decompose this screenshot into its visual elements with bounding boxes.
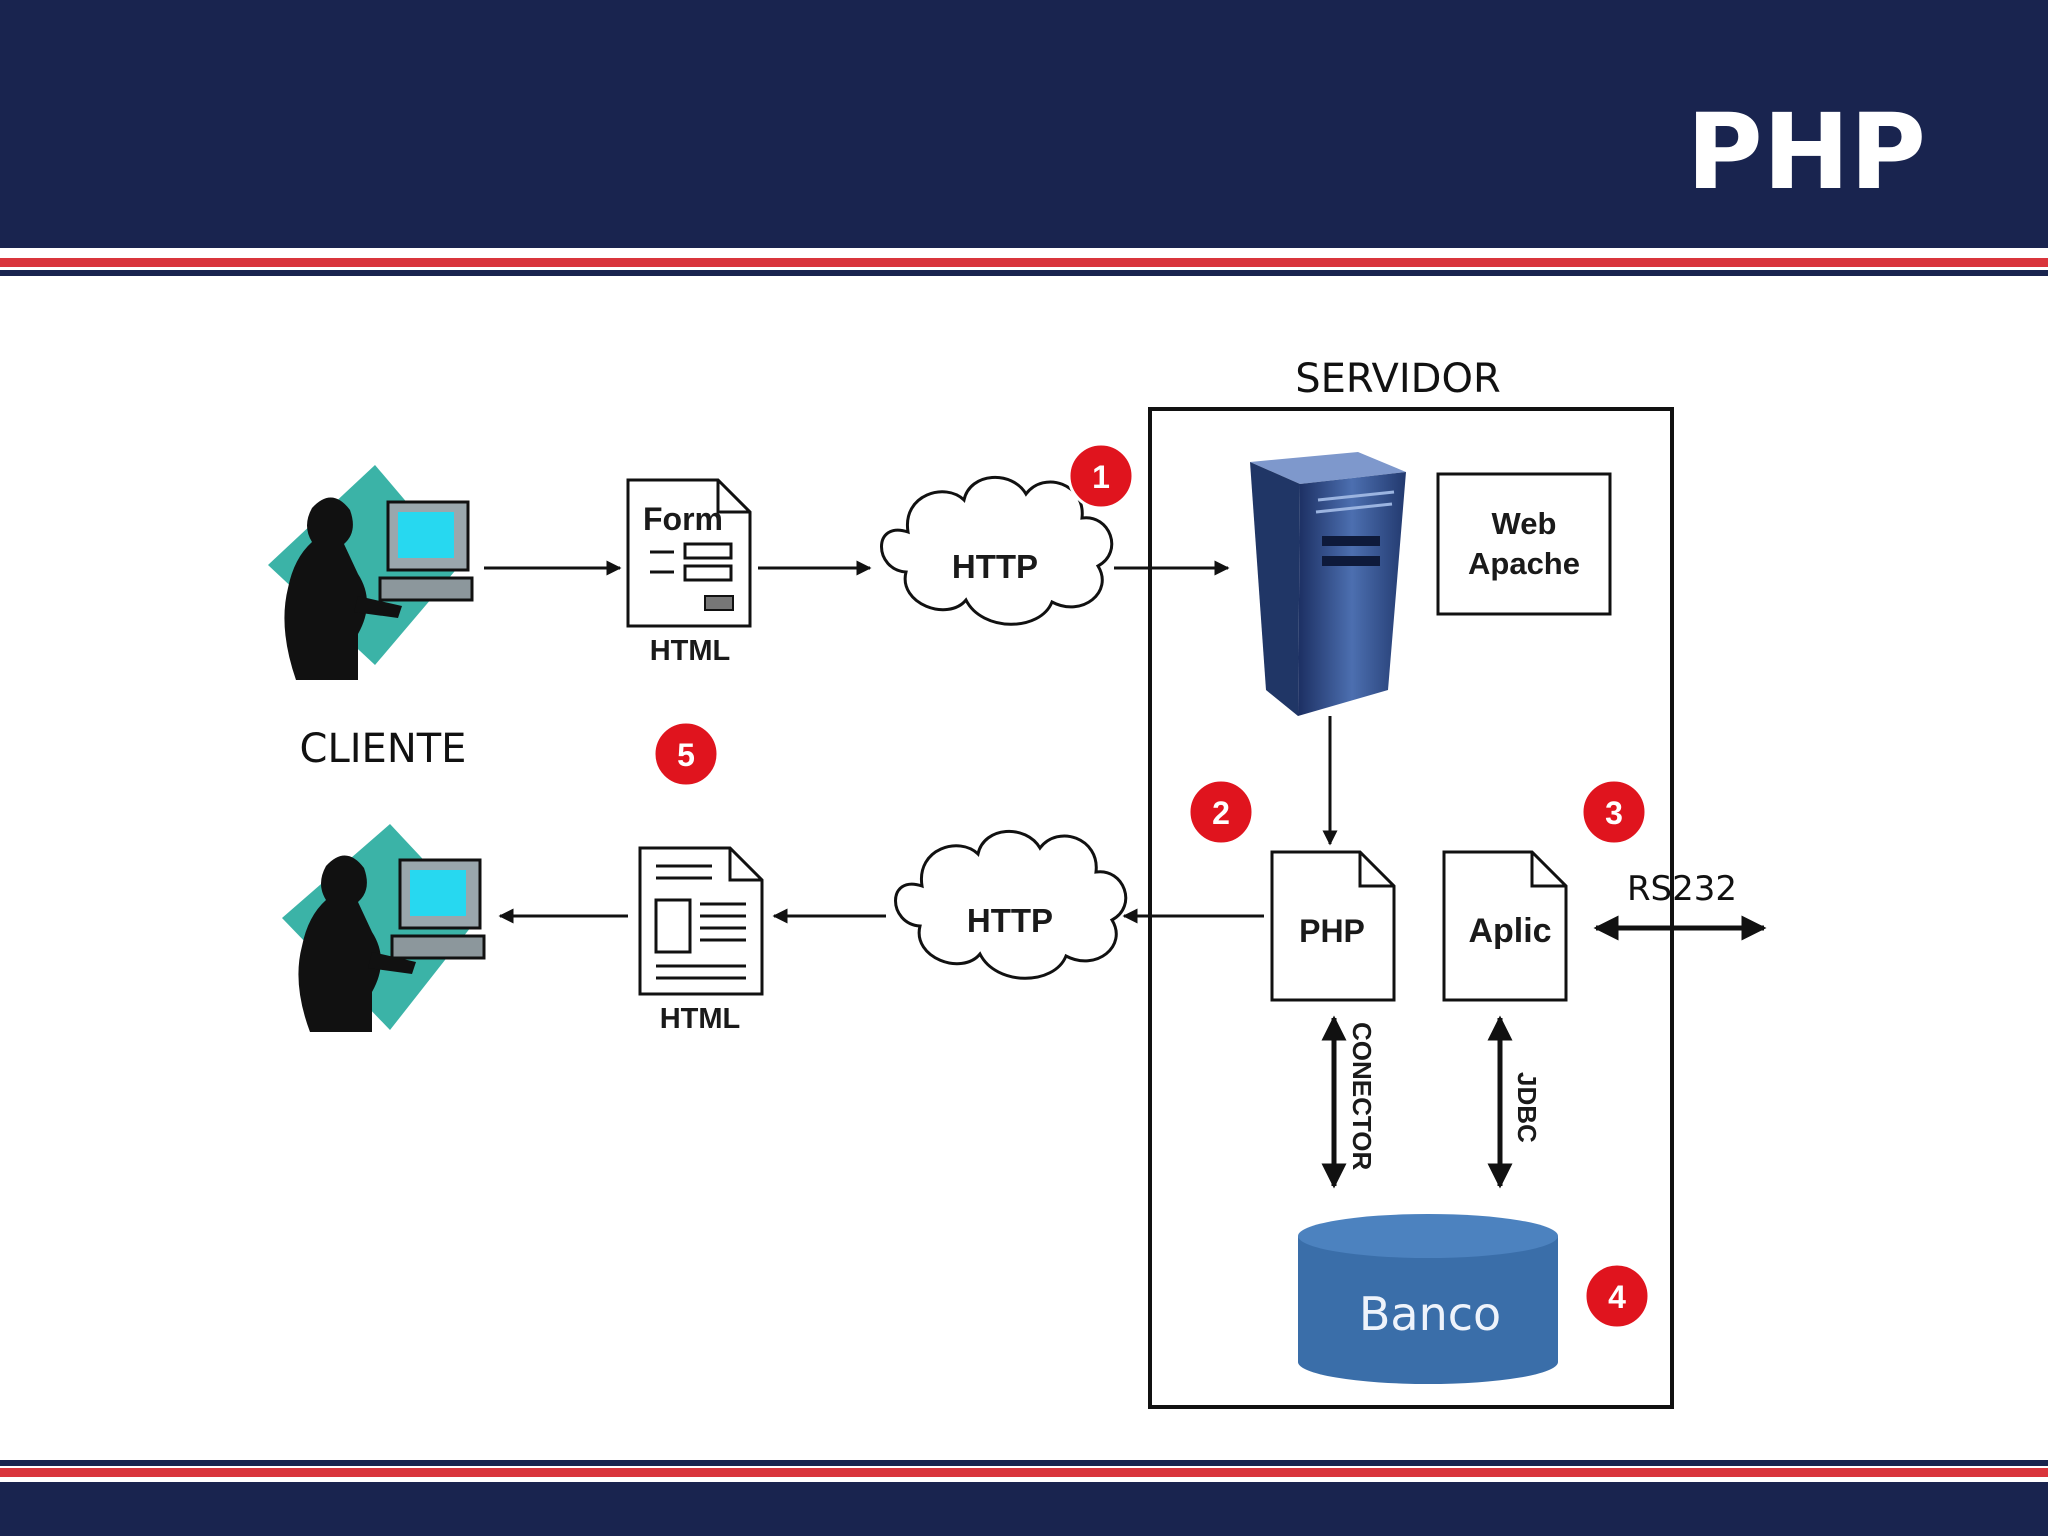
web-apache-label-line1: Web [1492, 506, 1557, 541]
step-badge-4: 4 [1583, 1262, 1651, 1330]
aplic-document-label: Aplic [1468, 912, 1551, 950]
step-badge-2: 2 [1187, 778, 1255, 846]
svg-text:2: 2 [1212, 795, 1230, 831]
http-label-bottom: HTTP [967, 902, 1053, 939]
step-badge-5: 5 [652, 720, 720, 788]
database-label: Banco [1359, 1287, 1501, 1341]
user-computer-icon [268, 465, 474, 680]
slide-title: PHP [1686, 91, 1926, 213]
php-document-label: PHP [1299, 913, 1365, 949]
cloud-icon [894, 830, 1128, 980]
php-document [1270, 850, 1396, 1002]
header-divider-navy [0, 270, 2048, 276]
client-label: CLIENTE [300, 726, 467, 772]
slide-footer [0, 1482, 2048, 1536]
footer-divider-red [0, 1468, 2048, 1477]
step-badge-1: 1 [1067, 442, 1135, 510]
form-document-icon [626, 478, 752, 628]
svg-text:4: 4 [1608, 1279, 1626, 1315]
jdbc-label: JDBC [1512, 1072, 1542, 1143]
slide-header: PHP [0, 0, 2048, 248]
cloud-icon [880, 476, 1114, 626]
footer-divider-navy [0, 1460, 2048, 1466]
aplic-document [1442, 850, 1568, 1002]
user-computer-icon [282, 824, 486, 1032]
header-divider-white [0, 252, 2048, 257]
form-label: Form [643, 501, 723, 537]
server-box-title: SERVIDOR [1295, 356, 1501, 402]
html-label-top: HTML [650, 635, 731, 667]
database-icon [1298, 1214, 1558, 1384]
server-tower-icon [1250, 452, 1406, 716]
web-apache-label-line2: Apache [1468, 546, 1580, 581]
svg-text:1: 1 [1092, 459, 1110, 495]
svg-text:5: 5 [677, 737, 695, 773]
header-divider-red [0, 258, 2048, 267]
web-apache-box [1436, 472, 1612, 616]
server-box [1148, 407, 1674, 1409]
http-label-top: HTTP [952, 548, 1038, 585]
rs232-label: RS232 [1627, 869, 1737, 909]
conector-label: CONECTOR [1347, 1022, 1377, 1171]
svg-text:3: 3 [1605, 795, 1623, 831]
step-badge-3: 3 [1580, 778, 1648, 846]
html-label-bottom: HTML [660, 1003, 741, 1035]
report-document-icon [638, 846, 764, 996]
